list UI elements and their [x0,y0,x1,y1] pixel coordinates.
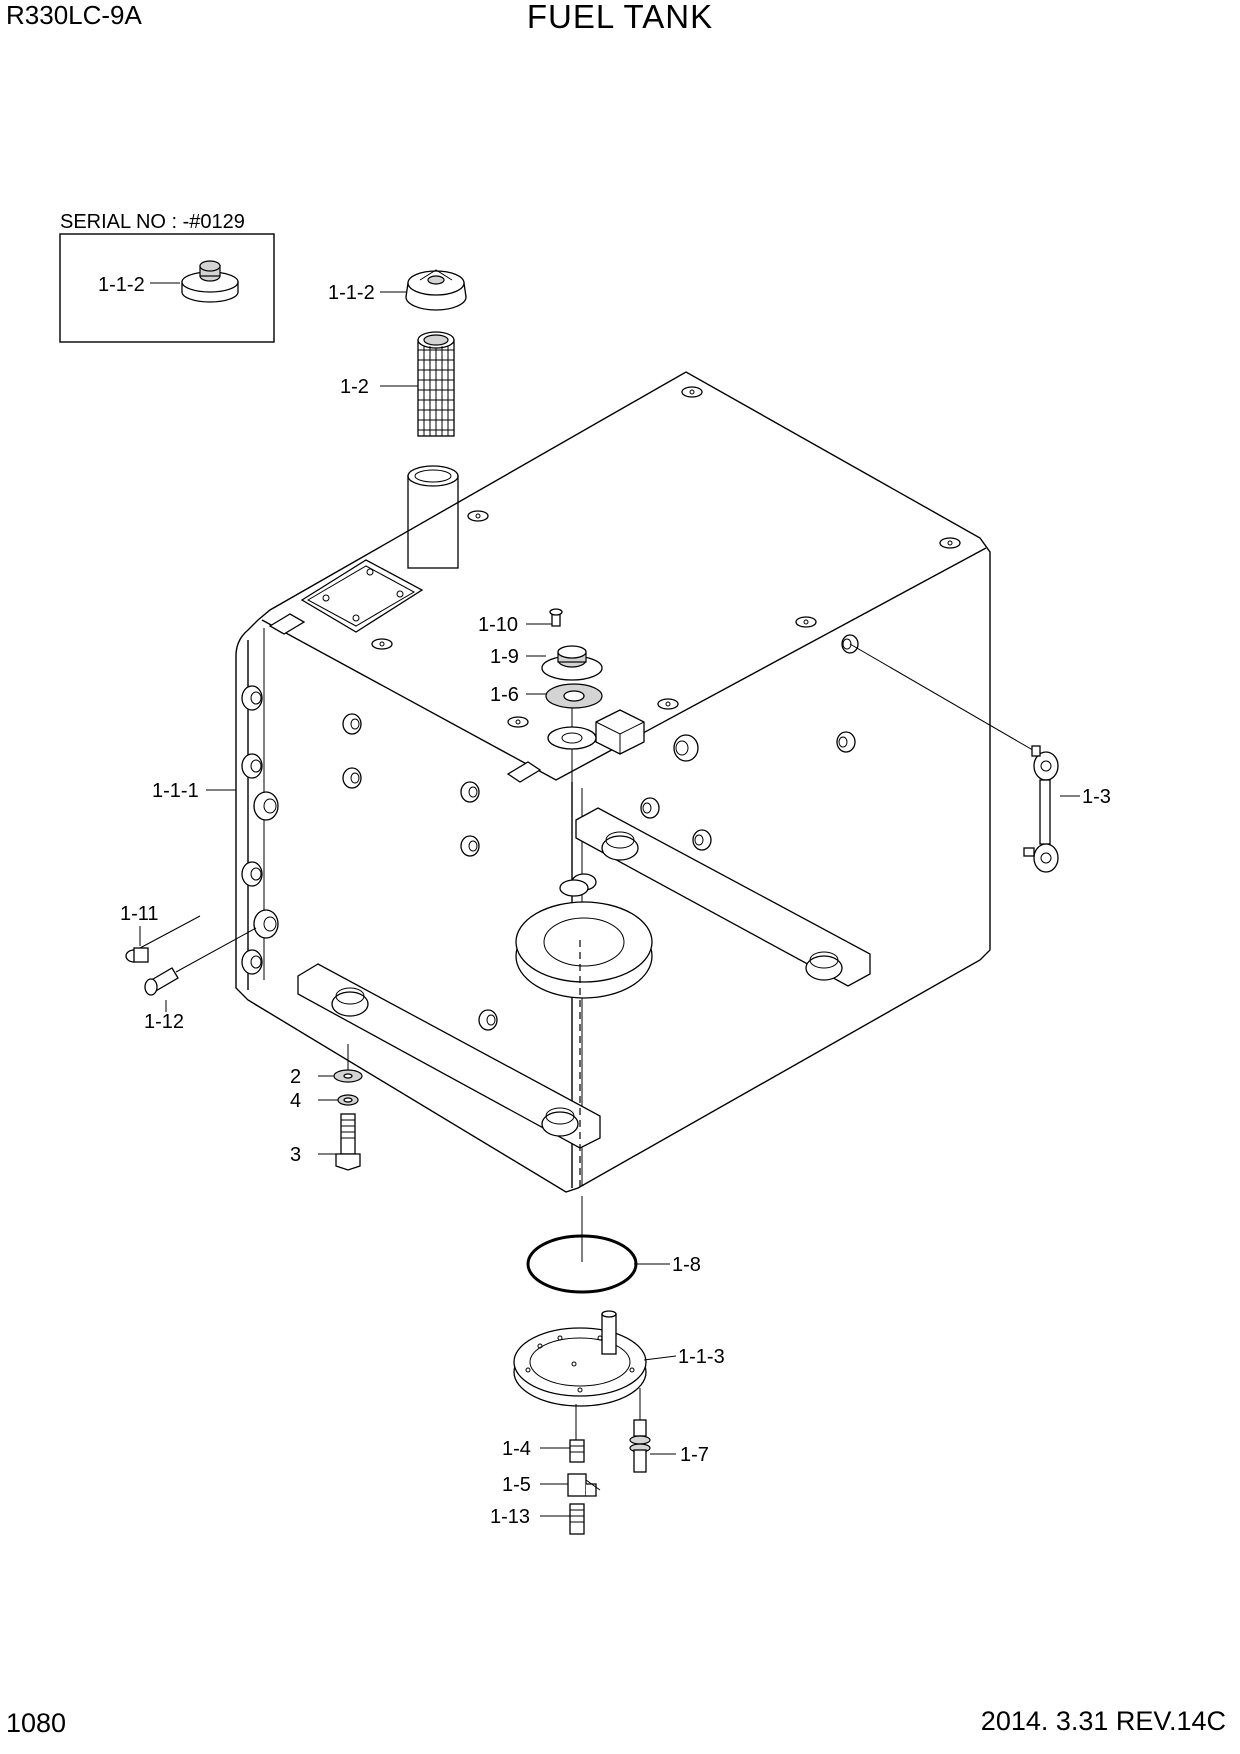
inset-frame [59,233,275,343]
serial-inset: SERIAL NO : -#0129 1-1-2 [59,211,275,343]
spring-washer [337,1094,359,1106]
fitting-1-7 [629,1388,651,1473]
callout-1-5: 1-5 [502,1474,531,1496]
sender-cap [541,645,603,681]
cover-plate [513,1310,647,1407]
o-ring [526,1196,638,1294]
callout-1-2: 1-2 [340,376,369,398]
mount-washer [333,1069,363,1083]
callout-3: 3 [290,1144,301,1166]
callout-1-9: 1-9 [490,646,519,668]
serial-label: SERIAL NO : -#0129 [60,211,245,233]
callout-1-12: 1-12 [144,1011,184,1033]
inset-cap-part [181,260,239,303]
callout-1-11: 1-11 [120,903,159,925]
callout-4: 4 [290,1090,301,1112]
filler-neck [407,465,459,569]
drain-plug [125,947,149,963]
callout-1-6: 1-6 [490,684,519,706]
fuel-cap [405,269,467,311]
callout-1-1-3: 1-1-3 [678,1346,725,1368]
callout-1-13: 1-13 [490,1506,530,1528]
fitting-1-13 [569,1503,585,1535]
fitting-1-4 [569,1404,585,1463]
tank-body [235,371,991,1193]
callout-2: 2 [290,1066,301,1088]
sender-gasket [545,683,603,709]
leader-lines [139,291,1080,1517]
callout-1-8: 1-8 [672,1254,701,1276]
strainer [417,331,455,437]
mount-bolt [335,1113,361,1171]
callout-1-4: 1-4 [502,1438,531,1460]
date-revision: 2014. 3.31 REV.14C [980,1706,1226,1736]
callout-1-1-2: 1-1-2 [328,282,375,304]
fitting-1-5 [567,1473,601,1497]
level-link [849,643,1059,873]
drain-valve [139,915,257,996]
page-title: FUEL TANK [526,0,714,35]
callout-labels: 1-1-2 1-2 1-10 1-9 1-6 1-1-1 1-3 1-11 1-… [120,282,1111,1528]
callout-1-7: 1-7 [680,1444,709,1466]
callout-1-1-1: 1-1-1 [152,780,199,802]
callout-1-10: 1-10 [478,614,518,636]
model-number: R330LC-9A [6,0,142,30]
inset-callout-label: 1-1-2 [98,274,145,296]
sender-flange [547,726,597,750]
callout-1-3: 1-3 [1082,786,1111,808]
sender-bolt [549,608,563,627]
page-number: 1080 [6,1708,67,1738]
